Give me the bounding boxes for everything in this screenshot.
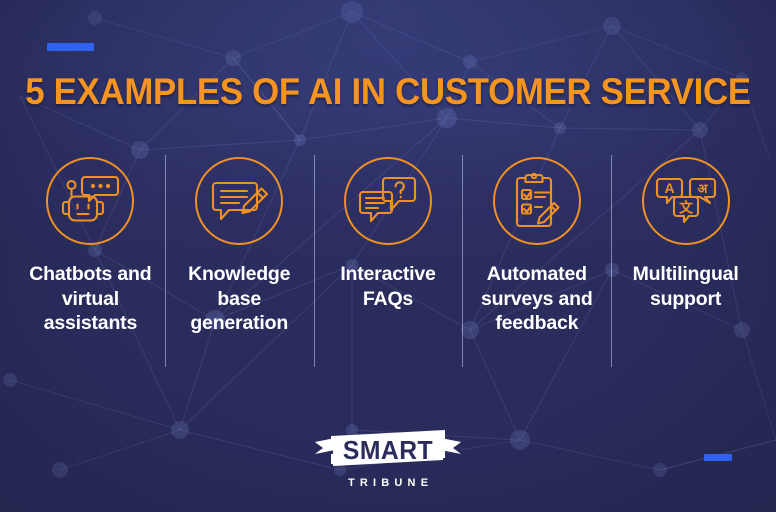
example-label-2: Knowledge base generation — [188, 263, 291, 335]
speech-bubble-pencil-icon — [195, 157, 284, 245]
logo-subtitle: TRIBUNE — [347, 477, 434, 489]
example-item-3: Interactive FAQs — [313, 150, 463, 375]
question-speech-bubbles-icon — [343, 157, 432, 245]
example-label-1: Chatbots and virtual assistants — [29, 263, 152, 335]
svg-text:अ: अ — [697, 182, 708, 197]
example-label-5: Multilingual support — [632, 263, 739, 310]
chatbot-robot-icon — [46, 157, 135, 245]
svg-text:文: 文 — [679, 200, 694, 217]
example-item-1: Chatbots and virtual assistants — [16, 150, 165, 375]
translation-bubbles-icon: A अ 文 — [641, 157, 730, 245]
example-item-2: Knowledge base generation — [164, 150, 314, 375]
svg-text:A: A — [664, 180, 674, 196]
clipboard-checklist-pencil-icon — [492, 157, 581, 245]
example-label-3: Interactive FAQs — [340, 263, 436, 310]
bottom-right-accent-bar — [704, 454, 732, 461]
top-left-accent-bar — [47, 43, 94, 51]
example-item-5: A अ 文 Multilingual support — [611, 150, 760, 375]
smart-tribune-logo[interactable]: SMART TRIBUNE — [0, 428, 776, 489]
page-title: 5 EXAMPLES OF AI IN CUSTOMER SERVICE — [25, 71, 751, 112]
ribbon-shape-icon — [315, 430, 461, 466]
logo-ribbon-mark: SMART — [313, 428, 463, 472]
examples-row: Chatbots and virtual assistants Knowledg… — [16, 150, 760, 375]
example-item-4: Automated surveys and feedback — [462, 150, 611, 375]
example-label-4: Automated surveys and feedback — [480, 263, 593, 335]
logo-wordmark: SMART — [342, 435, 434, 465]
